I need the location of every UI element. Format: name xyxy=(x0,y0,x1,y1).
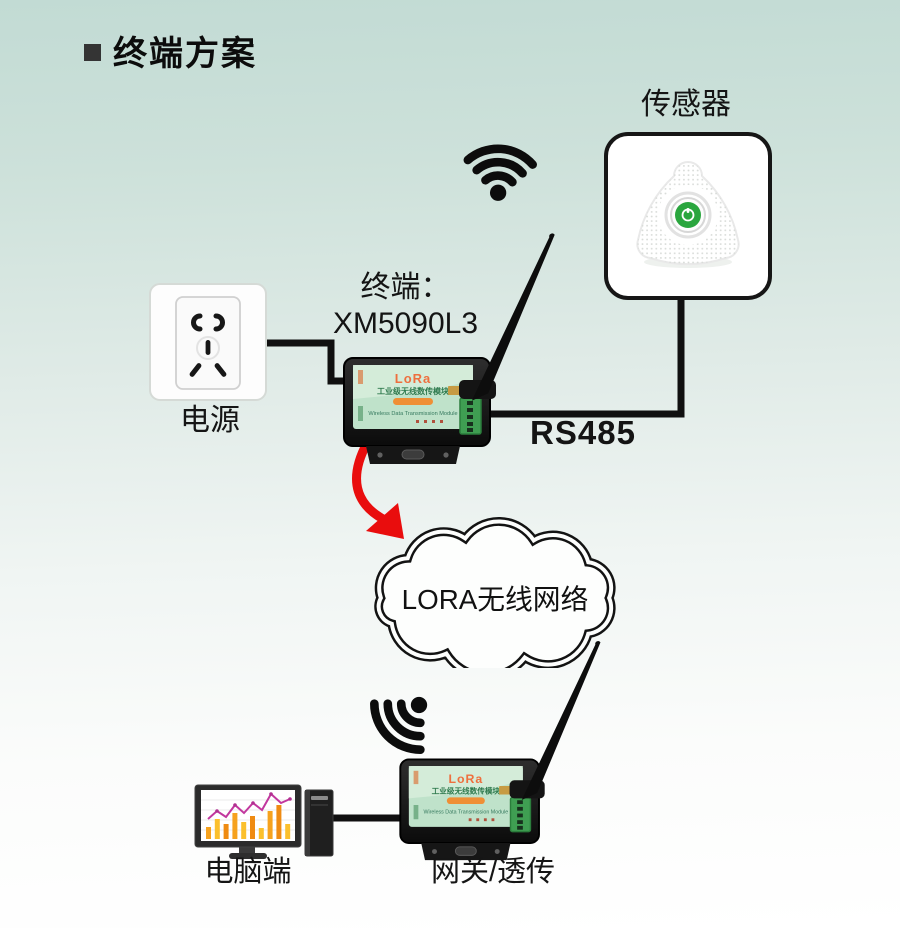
wifi-icon xyxy=(463,144,537,201)
device-brand: LoRa xyxy=(395,371,432,386)
lora-gateway-device: LoRa 工业级无线数传模块 Wireless Data Transmissio… xyxy=(399,641,601,861)
gateway-label: 网关/透传 xyxy=(430,856,556,888)
antenna xyxy=(471,233,555,401)
cloud-label: LORA无线网络 xyxy=(402,584,589,615)
pc-chart-line xyxy=(207,792,291,820)
device-name-cn: 工业级无线数传模块 xyxy=(432,786,501,796)
lora-terminal-device: LoRa 工业级无线数传模块 Wireless Data Transmissio… xyxy=(343,233,555,464)
device-brand: LoRa xyxy=(449,772,484,786)
flow-arrow-icon xyxy=(352,438,404,539)
pc-label: 电脑端 xyxy=(204,856,292,888)
terminal-model: XM5090L3 xyxy=(332,307,479,340)
lora-network-cloud: LORA无线网络 xyxy=(374,517,616,668)
power-wire xyxy=(263,339,354,385)
terminal-caption-prefix: 终端： xyxy=(360,271,451,304)
terminal-caption: 终端： XM5090L3 xyxy=(318,270,493,342)
rs485-wire xyxy=(468,298,685,418)
wifi-icon-rotated xyxy=(370,696,428,754)
pc-illustration xyxy=(194,784,334,859)
page-title: 终端方案 xyxy=(84,26,257,75)
device-name-cn: 工业级无线数传模块 xyxy=(377,386,450,396)
page-title-text: 终端方案 xyxy=(113,35,257,73)
device-badge xyxy=(393,398,433,405)
device-badge xyxy=(446,797,485,805)
pc-chart-bars xyxy=(206,805,291,839)
power-socket-illustration xyxy=(149,283,267,401)
device-name-en: Wireless Data Transmission Module xyxy=(423,810,508,816)
antenna xyxy=(521,641,601,800)
sensor-logo-icon xyxy=(675,202,701,228)
device-name-en: Wireless Data Transmission Module xyxy=(368,411,457,417)
square-bullet-icon xyxy=(84,44,101,61)
sensor-device-illustration xyxy=(636,161,740,268)
rs485-label: RS485 xyxy=(530,414,636,451)
sensor-label: 传感器 xyxy=(641,88,731,121)
sensor-box xyxy=(604,132,772,300)
power-label: 电源 xyxy=(180,404,240,437)
